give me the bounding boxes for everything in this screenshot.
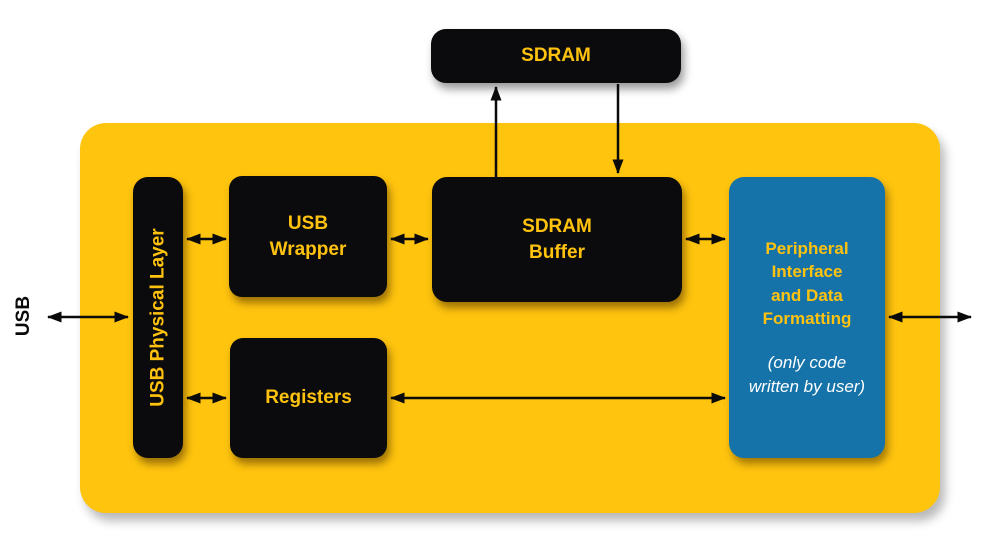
block-usb-physical-layer-label: USB Physical Layer [147,228,169,407]
usb-external-label: USB [13,295,34,337]
block-peripheral-interface: Peripheral Interface and Data Formatting… [729,177,885,458]
block-registers: Registers [230,338,387,458]
block-sdram-label: SDRAM [521,45,591,67]
block-usb-wrapper-label: USB Wrapper [269,213,347,260]
block-sdram-buffer-label: SDRAM Buffer [522,216,592,263]
block-sdram: SDRAM [431,29,681,83]
block-sdram-buffer: SDRAM Buffer [432,177,682,302]
block-peripheral-interface-title: Peripheral Interface and Data Formatting [762,238,852,328]
block-usb-physical-layer: USB Physical Layer [133,177,183,458]
block-peripheral-interface-subtitle: (only code written by user) [748,353,866,396]
block-registers-label: Registers [265,387,352,409]
block-usb-wrapper: USB Wrapper [229,176,387,297]
